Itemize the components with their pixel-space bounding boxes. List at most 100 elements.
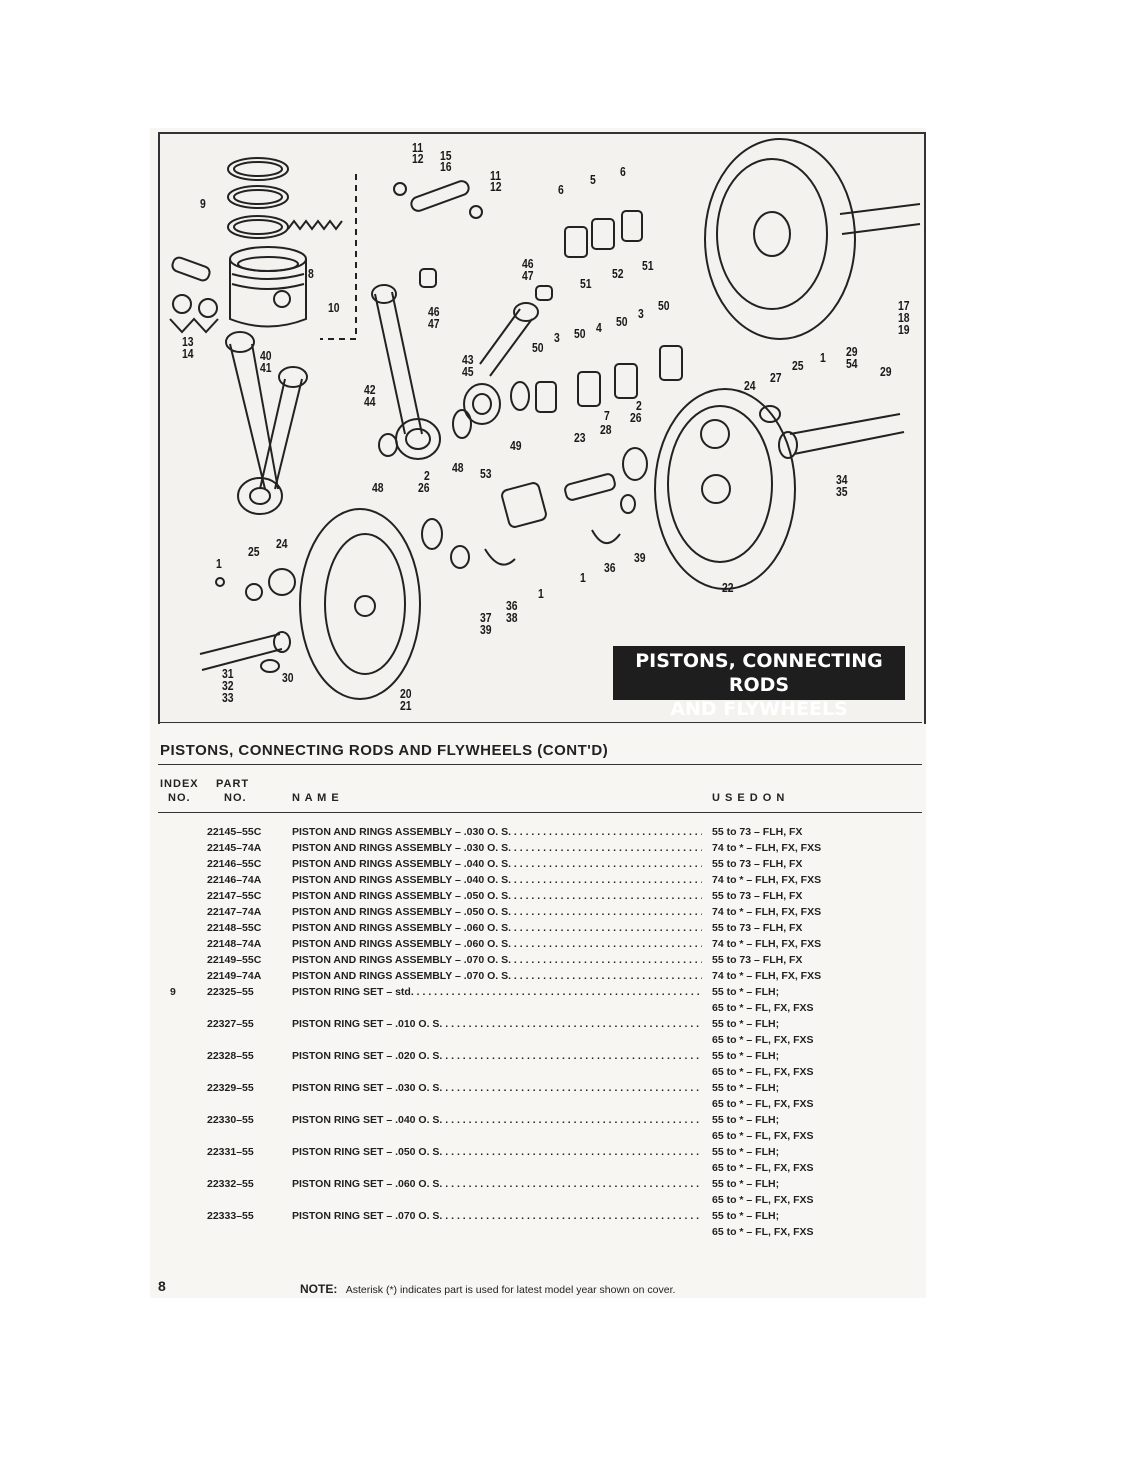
part-name-cell: PISTON AND RINGS ASSEMBLY – .070 O. S. .…	[292, 954, 702, 966]
diagram-bottom-rule	[158, 722, 922, 723]
callout-25: 25	[248, 544, 260, 559]
part-name-cell: PISTON AND RINGS ASSEMBLY – .060 O. S. .…	[292, 938, 702, 950]
callout-1: 1	[538, 586, 544, 601]
part-name: PISTON AND RINGS ASSEMBLY – .070 O. S.	[292, 954, 512, 966]
footnote: NOTE: Asterisk (*) indicates part is use…	[300, 1282, 675, 1296]
part-name: PISTON AND RINGS ASSEMBLY – .030 O. S.	[292, 842, 512, 854]
part-name: PISTON AND RINGS ASSEMBLY – .060 O. S.	[292, 938, 512, 950]
part-no: 22329–55	[207, 1082, 254, 1094]
part-name-cell: PISTON AND RINGS ASSEMBLY – .030 O. S. .…	[292, 826, 702, 838]
callout-54: 54	[846, 356, 858, 371]
header-part-top: PART	[216, 778, 250, 790]
dot-leader: . . . . . . . . . . . . . . . . . . . . …	[513, 970, 702, 982]
callout-10: 10	[328, 300, 340, 315]
part-name: PISTON RING SET – .060 O. S.	[292, 1178, 443, 1190]
used-on: 55 to 73 – FLH, FX	[712, 858, 803, 870]
dot-leader: . . . . . . . . . . . . . . . . . . . . …	[445, 1114, 702, 1126]
callout-9: 9	[200, 196, 206, 211]
callout-26: 26	[630, 410, 642, 425]
dot-leader: . . . . . . . . . . . . . . . . . . . . …	[513, 922, 702, 934]
callout-53: 53	[480, 466, 492, 481]
callout-14: 14	[182, 346, 194, 361]
callout-44: 44	[364, 394, 376, 409]
callout-15: 15	[440, 148, 452, 163]
dot-leader: . . . . . . . . . . . . . . . . . . . . …	[445, 1210, 702, 1222]
callout-50: 50	[532, 340, 544, 355]
header-name: N A M E	[292, 792, 340, 804]
callout-7: 7	[604, 408, 610, 423]
callout-34: 34	[836, 472, 848, 487]
dot-leader: . . . . . . . . . . . . . . . . . . . . …	[445, 1018, 702, 1030]
used-on: 55 to 73 – FLH, FX	[712, 922, 803, 934]
part-name: PISTON RING SET – std.	[292, 986, 414, 998]
used-on: 65 to * – FL, FX, FXS	[712, 1002, 814, 1014]
callout-29: 29	[880, 364, 892, 379]
callout-43: 43	[462, 352, 474, 367]
part-name: PISTON RING SET – .010 O. S.	[292, 1018, 443, 1030]
diagram-title-banner: PISTONS, CONNECTING RODS AND FLYWHEELS	[613, 646, 905, 720]
part-name-cell: PISTON RING SET – .020 O. S. . . . . . .…	[292, 1050, 702, 1062]
part-no: 22325–55	[207, 986, 254, 998]
part-name-cell: PISTON AND RINGS ASSEMBLY – .040 O. S. .…	[292, 874, 702, 886]
dot-leader: . . . . . . . . . . . . . . . . . . . . …	[513, 874, 702, 886]
callout-5: 5	[590, 172, 596, 187]
table-row: 22146–55C PISTON AND RINGS ASSEMBLY – .04…	[0, 858, 1132, 874]
callout-24: 24	[276, 536, 288, 551]
callout-1: 1	[820, 350, 826, 365]
banner-line-2: AND FLYWHEELS	[670, 698, 848, 720]
used-on: 74 to * – FLH, FX, FXS	[712, 938, 822, 950]
part-name-cell: PISTON RING SET – .010 O. S. . . . . . .…	[292, 1018, 702, 1030]
used-on: 55 to * – FLH;	[712, 1210, 780, 1222]
used-on: 55 to * – FLH;	[712, 1146, 780, 1158]
table-row: 22147–55C PISTON AND RINGS ASSEMBLY – .05…	[0, 890, 1132, 906]
part-no: 22149–55C	[207, 954, 262, 966]
dot-leader: . . . . . . . . . . . . . . . . . . . . …	[513, 890, 702, 902]
part-name-cell: PISTON AND RINGS ASSEMBLY – .050 O. S. .…	[292, 890, 702, 902]
callout-39: 39	[634, 550, 646, 565]
callout-18: 18	[898, 310, 910, 325]
callout-39: 39	[480, 622, 492, 637]
used-on: 74 to * – FLH, FX, FXS	[712, 874, 822, 886]
callout-2: 2	[424, 468, 430, 483]
part-no: 22146–74A	[207, 874, 262, 886]
dot-leader: . . . . . . . . . . . . . . . . . . . . …	[513, 826, 702, 838]
callout-33: 33	[222, 690, 234, 705]
part-name-cell: PISTON AND RINGS ASSEMBLY – .040 O. S. .…	[292, 858, 702, 870]
callout-37: 37	[480, 610, 492, 625]
header-bottom-rule	[158, 812, 922, 813]
note-label: NOTE:	[300, 1282, 338, 1296]
callout-3: 3	[638, 306, 644, 321]
callout-52: 52	[612, 266, 624, 281]
callout-27: 27	[770, 370, 782, 385]
part-no: 22147–74A	[207, 906, 262, 918]
callout-1: 1	[580, 570, 586, 585]
used-on: 65 to * – FL, FX, FXS	[712, 1098, 814, 1110]
part-name: PISTON AND RINGS ASSEMBLY – .040 O. S.	[292, 874, 512, 886]
part-no: 22332–55	[207, 1178, 254, 1190]
callout-20: 20	[400, 686, 412, 701]
part-no: 22148–74A	[207, 938, 262, 950]
diagram-drawing	[169, 138, 921, 700]
used-on: 55 to * – FLH;	[712, 1114, 780, 1126]
exploded-parts-diagram: 9 11 12 15 16 11 12 6 5 6 8 10 46 47 51 …	[158, 132, 926, 724]
used-on: 74 to * – FLH, FX, FXS	[712, 842, 822, 854]
callout-46: 46	[428, 304, 440, 319]
part-no: 22327–55	[207, 1018, 254, 1030]
callout-48: 48	[372, 480, 384, 495]
callout-41: 41	[260, 360, 272, 375]
used-on: 55 to * – FLH;	[712, 1082, 780, 1094]
part-no: 22147–55C	[207, 890, 262, 902]
part-no: 22146–55C	[207, 858, 262, 870]
used-on: 55 to 73 – FLH, FX	[712, 954, 803, 966]
callout-1: 1	[216, 556, 222, 571]
part-name-cell: PISTON RING SET – .050 O. S. . . . . . .…	[292, 1146, 702, 1158]
header-index-bottom: NO.	[168, 792, 191, 804]
used-on: 55 to 73 – FLH, FX	[712, 890, 803, 902]
